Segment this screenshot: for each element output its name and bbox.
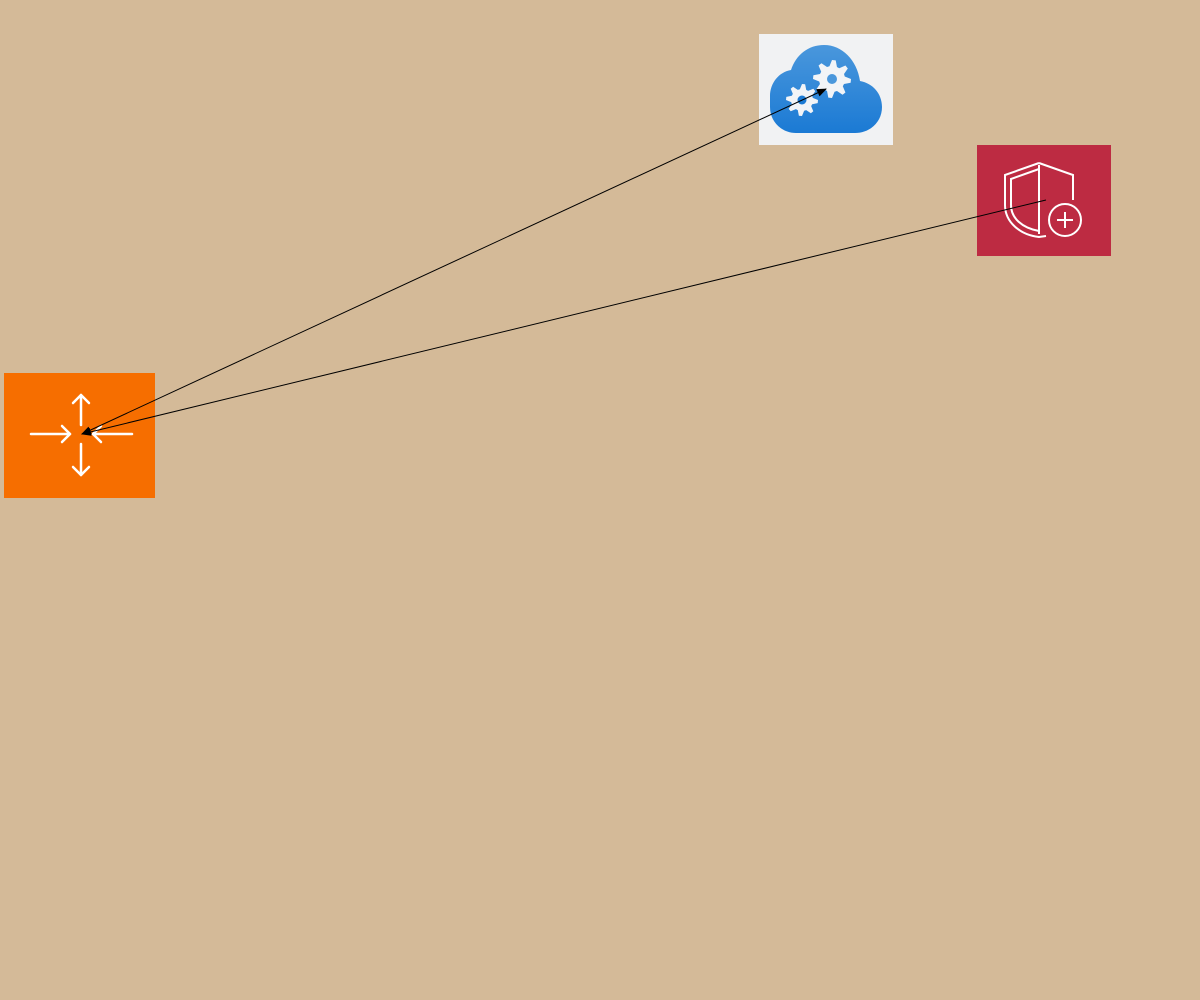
gear-large xyxy=(813,60,851,98)
arrow-right-head xyxy=(60,424,72,444)
shield-outline xyxy=(1004,162,1047,239)
shield-outline-right xyxy=(1038,162,1074,200)
arrow-down-head xyxy=(71,465,91,477)
edge-security-shield-to-load-balancer[interactable] xyxy=(81,199,1047,436)
shield-plus-icon xyxy=(1004,162,1082,239)
shield-inner xyxy=(1010,168,1040,232)
load-balancer-tile xyxy=(4,373,155,498)
plus-circle xyxy=(1048,203,1082,237)
edge-load-balancer-to-cloud-services[interactable] xyxy=(81,88,827,435)
gear-large-hole xyxy=(827,74,837,84)
node-load-balancer[interactable] xyxy=(4,373,155,498)
